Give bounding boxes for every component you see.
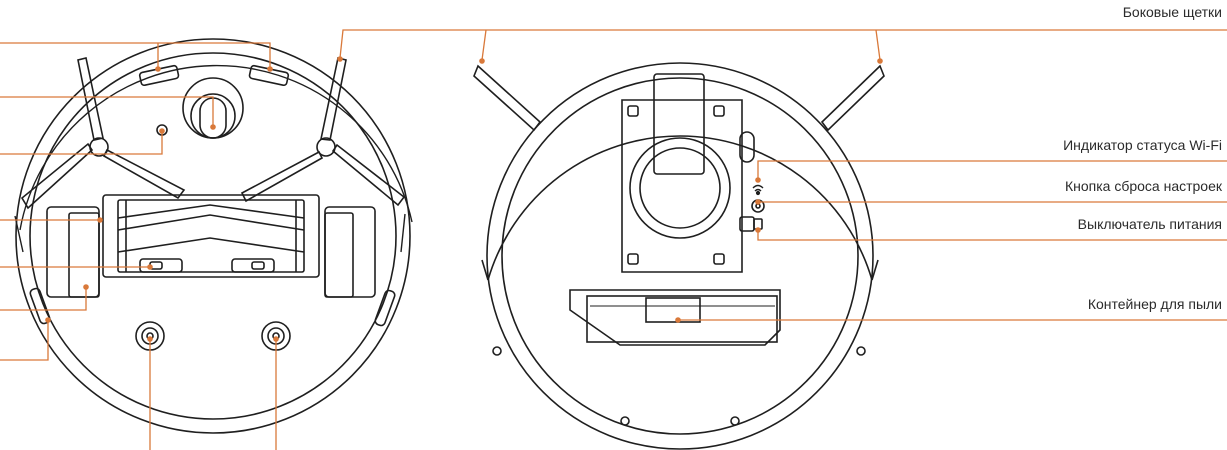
leader-cliff-sensors — [0, 42, 271, 68]
bottom-side-brush-left — [20, 57, 186, 210]
dust-container — [569, 289, 781, 346]
label-wifi-indicator: Индикатор статуса Wi-Fi — [1063, 137, 1222, 153]
drive-wheel-left — [46, 206, 100, 298]
leader-dots — [45, 56, 883, 342]
top-bumper — [487, 135, 873, 281]
main-brush-housing — [102, 194, 320, 278]
top-inner-ring — [501, 77, 859, 435]
bottom-outer-body — [15, 38, 411, 434]
label-reset-button: Кнопка сброса настроек — [1064, 178, 1222, 194]
top-side-brush-left — [473, 64, 542, 132]
robot-top-view — [473, 62, 885, 450]
top-side-brush-right — [820, 64, 885, 132]
brush-latch-right — [231, 258, 275, 273]
label-power-switch: Выключатель питания — [1077, 216, 1222, 232]
robot-bottom-view — [14, 38, 413, 434]
wifi-status-indicator — [752, 184, 764, 196]
bottom-side-brush-right — [240, 57, 406, 207]
brush-latch-left — [139, 258, 183, 273]
label-dust-container: Контейнер для пыли — [1087, 296, 1222, 312]
leader-charging-contact — [0, 132, 163, 155]
suction-motor-plate — [621, 99, 743, 273]
leader-side-brushes — [481, 29, 1227, 61]
leader-lines — [0, 29, 1227, 450]
bottom-bumper — [19, 64, 413, 231]
leader-drive-wheel — [0, 288, 87, 311]
leader-wifi — [757, 160, 1227, 180]
bottom-inner-ring — [29, 52, 397, 420]
drive-wheel-right — [324, 206, 376, 298]
leader-left-brush-tip — [339, 29, 486, 59]
leader-side-slot — [0, 320, 49, 361]
leader-front-wheel — [0, 96, 214, 126]
lid-handle — [653, 73, 705, 175]
label-side-brushes: Боковые щетки — [1122, 4, 1222, 20]
top-outer-body — [486, 62, 874, 450]
leader-power — [757, 230, 1227, 241]
